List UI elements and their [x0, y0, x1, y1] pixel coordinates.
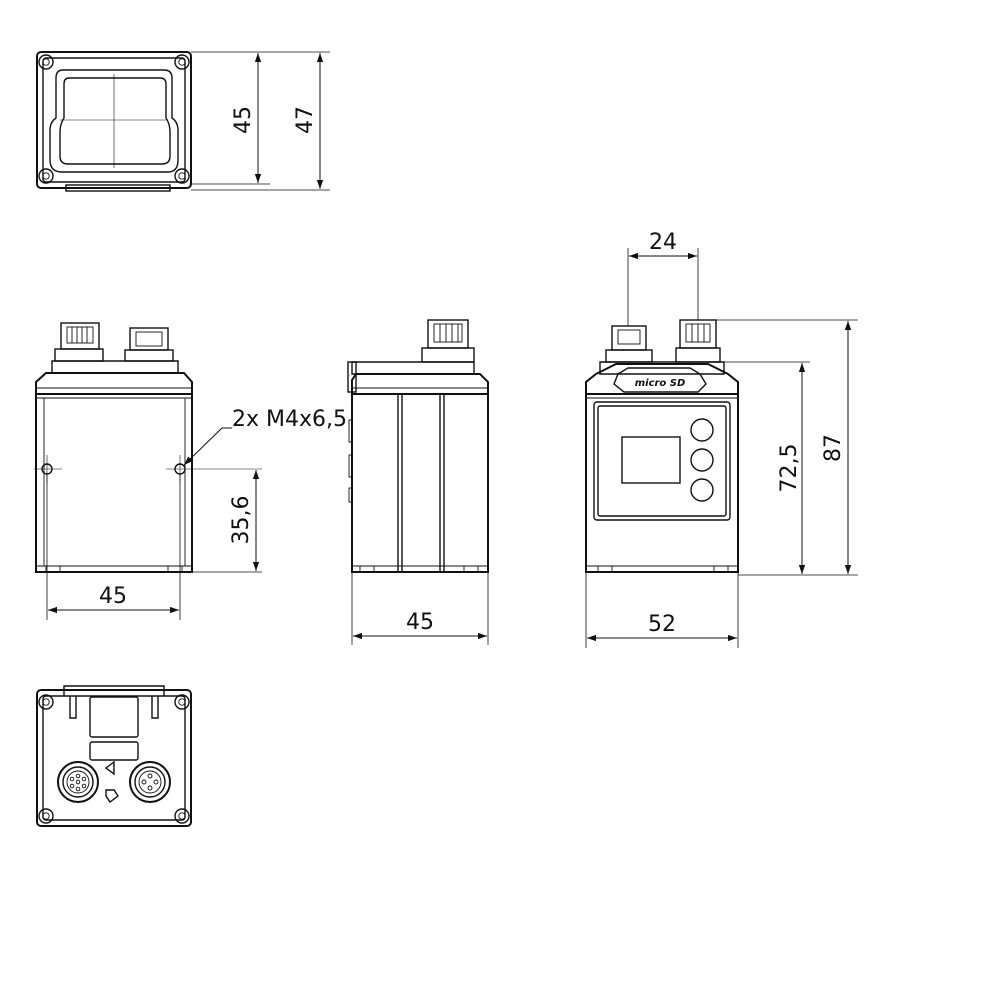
dim-top-outer-height: 47 [293, 106, 318, 134]
front-connector-right [124, 327, 174, 362]
display-panel [593, 401, 731, 521]
side-connector [421, 319, 475, 363]
dim-connector-spacing: 24 [649, 230, 677, 255]
button-enter [690, 448, 714, 472]
button-up [690, 418, 714, 442]
bottom-view [36, 685, 192, 827]
front-connector-left [54, 322, 104, 362]
top-view-dimensions: 45 47 [191, 51, 330, 191]
dim-side-width: 45 [406, 610, 434, 635]
dim-rear-width: 52 [648, 612, 676, 637]
top-view [36, 51, 192, 192]
bottom-view-screws [38, 694, 190, 824]
connector-label-2-icon [105, 789, 119, 804]
rear-connector-right [675, 319, 721, 363]
front-view [34, 322, 262, 573]
top-view-screws [38, 54, 190, 184]
rear-connector-left [605, 325, 653, 363]
dim-total-height: 87 [821, 434, 846, 462]
front-view-dimensions: 2x M4x6,5 35,6 45 [46, 407, 347, 620]
side-view-dimensions: 45 [351, 572, 489, 645]
connector-label-1-icon [104, 760, 115, 776]
button-down [690, 478, 714, 502]
dim-top-inner-height: 45 [231, 106, 256, 134]
thread-callout: 2x M4x6,5 [232, 407, 347, 432]
dim-front-width: 45 [99, 584, 127, 609]
rear-view-dimensions: 24 52 72,5 87 [585, 230, 858, 648]
dim-body-height: 72,5 [777, 444, 802, 493]
side-view [347, 319, 489, 573]
dim-hole-height: 35,6 [229, 496, 254, 545]
lcd-screen [621, 436, 681, 484]
rear-view: micro SD [585, 319, 739, 573]
m12-connector-right [129, 761, 171, 803]
micro-sd-logo: micro SD [635, 378, 686, 389]
m12-connector-left [57, 761, 99, 803]
